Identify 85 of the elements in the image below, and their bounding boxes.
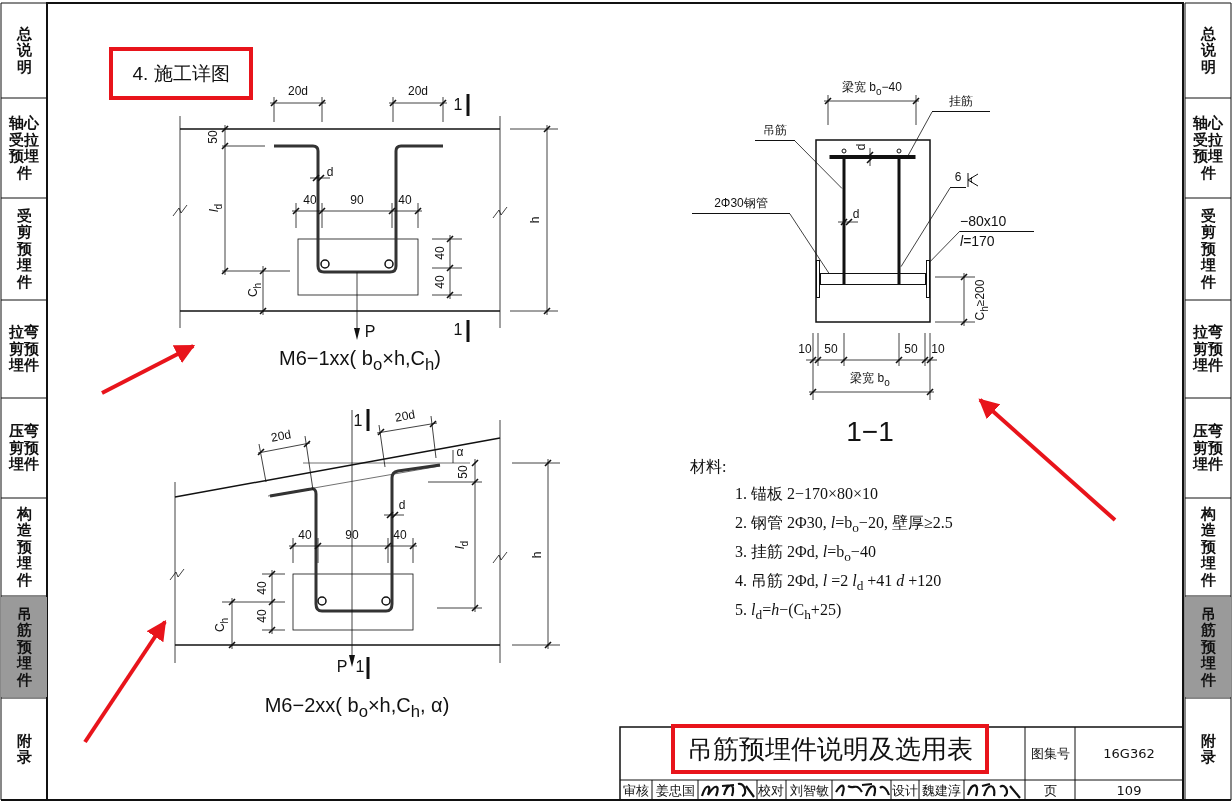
anchor-plate	[926, 260, 930, 298]
dimension-label: 10	[798, 343, 812, 355]
dimension-label: 90	[345, 529, 359, 541]
tab-label: 附录	[1199, 730, 1217, 768]
dimension-label: d	[855, 143, 867, 151]
material-note: 2. 钢管 2Φ30, l=b$_{o}$−20, 壁厚≥2.5	[735, 515, 953, 535]
dimension-label: 90	[350, 194, 364, 206]
tab-label: 压弯剪预埋件	[7, 421, 40, 476]
section-mark-label: 1	[355, 659, 365, 675]
dimension-label: 40	[434, 275, 446, 289]
tab-label: 受剪预埋件	[15, 205, 33, 293]
dimension-label: 20d	[288, 85, 308, 97]
title-block-text: 图集号	[1030, 746, 1070, 760]
material-note: 材料:	[690, 459, 727, 475]
leader-label: 吊筋	[755, 124, 795, 141]
dimension-label: 50	[207, 130, 219, 144]
dimension-label: 50	[457, 465, 469, 479]
dimension-label: 40	[398, 194, 412, 206]
section-mark-label: 1	[453, 97, 463, 113]
connector	[908, 111, 933, 156]
dimension-label: 20d	[408, 85, 428, 97]
material-note: 1. 锚板 2−170×80×10	[735, 486, 879, 502]
dimension-label: h	[529, 216, 541, 224]
dimension-label: 50	[824, 343, 838, 355]
dimension-label: α	[456, 446, 464, 458]
title-block-text: 页	[1043, 783, 1057, 797]
connector	[789, 213, 830, 274]
title-block-text: 审核	[623, 783, 649, 797]
drawing-title: 吊筋预埋件说明及选用表	[671, 724, 989, 774]
dimension-label: 10	[931, 343, 945, 355]
hanger-bar	[829, 155, 916, 159]
section-mark-label: 1	[353, 413, 363, 429]
title-block-text: 109	[1116, 783, 1142, 797]
dimension-label: 20d	[394, 408, 416, 424]
section-heading: 4. 施工详图	[109, 47, 253, 100]
section-mark-label: P	[336, 659, 348, 675]
leader-label: 挂筋	[932, 95, 990, 112]
dimension-label: 40	[256, 609, 268, 623]
tab-label: 总说明	[1199, 23, 1217, 78]
tab-label: 拉弯剪预埋件	[7, 322, 40, 377]
pointer-arrow	[978, 398, 1117, 522]
drawing-caption: M6−1xx( b$_{o}$×h,C$_{h}$)	[279, 348, 441, 374]
pointer-arrow	[101, 344, 196, 395]
dimension-label: 40	[303, 194, 317, 206]
tab-label: 轴心受拉预埋件	[7, 113, 40, 184]
dimension-label: 40	[298, 529, 312, 541]
dimension-label: h	[531, 551, 543, 559]
pointer-arrow	[83, 620, 167, 744]
tab-label: 轴心受拉预埋件	[1191, 113, 1224, 184]
dimension-label: d	[398, 499, 406, 511]
connector	[794, 140, 843, 189]
material-note: 4. 吊筋 2Φd, l =2 l$_{d}$ +41 d +120	[735, 573, 942, 593]
dimension-label: 40	[256, 581, 268, 595]
section-mark-label: P	[364, 324, 376, 340]
section-mark-label: 1	[453, 322, 463, 338]
lifting-rebar	[897, 159, 901, 285]
connector	[900, 187, 951, 268]
dimension-label: d	[326, 166, 334, 178]
tab-label: 附录	[15, 730, 33, 768]
leader-label: 2Φ30钢管	[692, 197, 790, 214]
tab-label: 吊筋预埋件	[1, 597, 47, 697]
tab-label: 构造预埋件	[1199, 503, 1217, 591]
dimension-label: 40	[434, 246, 446, 260]
drawing-caption: M6−2xx( b$_{o}$×h,C$_{h}$, α)	[264, 695, 450, 721]
tab-label: 构造预埋件	[15, 503, 33, 591]
tab-label: 吊筋预埋件	[1185, 597, 1231, 697]
tab-label: 压弯剪预埋件	[1191, 421, 1224, 476]
tab-label: 受剪预埋件	[1199, 205, 1217, 293]
dimension-label: 梁宽 b$_{o}$	[850, 372, 890, 388]
tab-label: 拉弯剪预埋件	[1191, 322, 1224, 377]
title-block-text: 16G362	[1103, 746, 1155, 760]
connector	[929, 230, 961, 263]
drawing-caption: 1−1	[846, 418, 894, 446]
dimension-label: 20d	[270, 428, 292, 444]
tab-label: 总说明	[15, 23, 33, 78]
dimension-label: 50	[904, 343, 918, 355]
anchor-plate	[816, 260, 820, 298]
steel-tube	[820, 273, 926, 285]
lifting-rebar	[842, 159, 846, 285]
weld-size-label: 6	[950, 171, 966, 188]
material-note: 5. l$_{d}$=h−(C$_{h}$+25)	[735, 602, 842, 622]
dimension-label: 梁宽 b$_{o}$−40	[842, 81, 902, 97]
title-block-text: 姜忠国	[655, 783, 695, 797]
dimension-label: 40	[393, 529, 407, 541]
material-note: 3. 挂筋 2Φd, l=b$_{o}$−40	[735, 544, 876, 564]
